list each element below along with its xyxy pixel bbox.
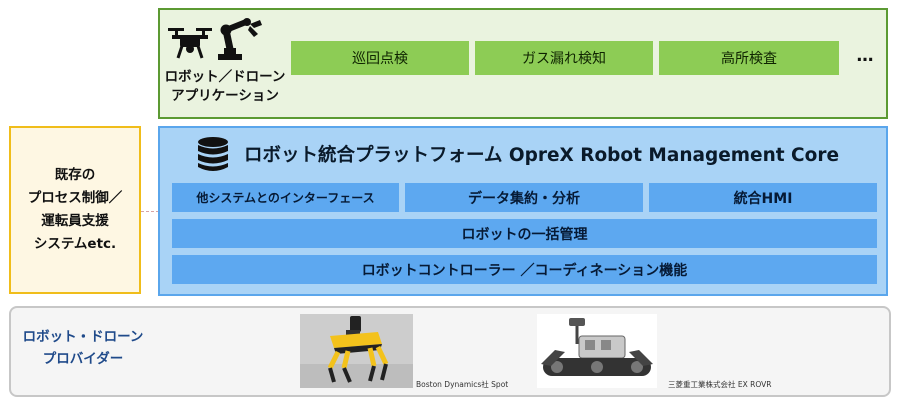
app-gas-leak-detection: ガス漏れ検知 xyxy=(475,41,653,75)
ex-rovr-robot-photo xyxy=(537,314,657,388)
app-patrol-inspection: 巡回点検 xyxy=(291,41,469,75)
drone-icon xyxy=(168,28,212,59)
existing-systems-box: 既存の プロセス制御／ 運転員支援 システムetc. xyxy=(9,126,141,294)
module-data-analytics: データ集約・分析 xyxy=(405,183,643,212)
platform-title: ロボット統合プラットフォーム OpreX Robot Management Co… xyxy=(244,145,839,166)
spot-robot-photo xyxy=(300,314,413,388)
more-apps-ellipsis: … xyxy=(856,46,876,66)
application-label-line2: アプリケーション xyxy=(171,88,279,104)
connector-line xyxy=(141,211,159,212)
provider-layer xyxy=(9,306,891,397)
provider-label: ロボット・ドローン プロバイダー xyxy=(18,326,148,370)
module-integrated-hmi: 統合HMI xyxy=(649,183,877,212)
provider-label-line2: プロバイダー xyxy=(42,351,124,367)
module-robot-management: ロボットの一括管理 xyxy=(172,219,877,248)
existing-line-2: プロセス制御／ xyxy=(27,190,123,206)
app-high-place-inspection: 高所検査 xyxy=(659,41,839,75)
spot-caption: Boston Dynamics社 Spot xyxy=(416,380,509,389)
provider-label-line1: ロボット・ドローン xyxy=(22,329,144,345)
existing-line-3: 運転員支援 xyxy=(41,213,109,229)
application-layer-label: ロボット／ドローン アプリケーション xyxy=(160,68,290,106)
database-icon xyxy=(198,137,228,171)
robot-arm-icon xyxy=(218,18,262,60)
module-robot-controller: ロボットコントローラー ／コーディネーション機能 xyxy=(172,255,877,284)
ex-rovr-caption: 三菱重工業株式会社 EX ROVR xyxy=(668,380,772,389)
existing-line-4: システムetc. xyxy=(33,236,117,252)
application-label-line1: ロボット／ドローン xyxy=(164,69,286,85)
existing-line-1: 既存の xyxy=(54,167,96,183)
module-system-interface: 他システムとのインターフェース xyxy=(172,183,399,212)
